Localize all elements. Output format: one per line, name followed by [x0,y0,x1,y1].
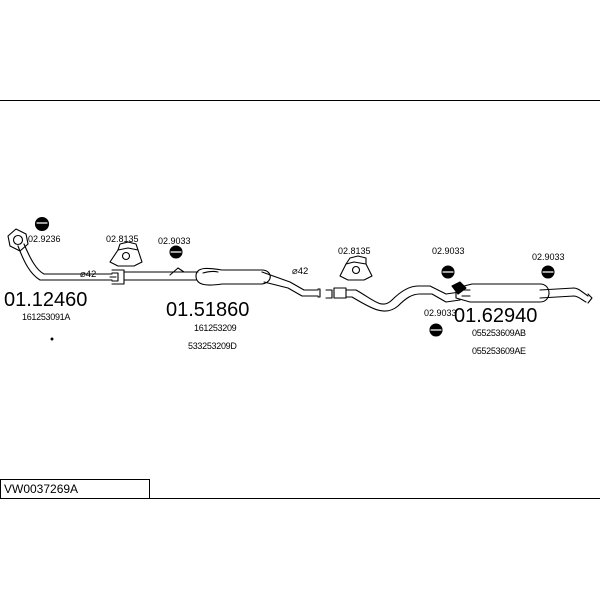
bracket-icon [109,241,143,267]
fitting-label: 02.8135 [338,246,371,256]
oem-number: 161253091A [22,312,70,322]
rubber-mount-icon [169,245,185,276]
diameter-label: ⌀42 [80,269,96,280]
fitting-label: 02.9033 [432,246,465,256]
ring-icon [429,265,555,337]
diagram-frame [0,100,600,499]
rear-pipe [325,283,593,312]
clamp-icon [34,216,50,232]
diameter-label: ⌀42 [292,266,308,277]
reference-code-box: VW0037269A [0,479,150,499]
fitting-label: 02.8135 [106,234,139,244]
oem-number: 161253209 [194,323,237,333]
fitting-label: 02.9033 [158,236,191,246]
front-pipe [7,228,119,282]
reference-code: VW0037269A [4,482,79,496]
fitting-label: 02.9033 [532,252,565,262]
middle-pipe [109,267,321,298]
fitting-label: 02.9033 [424,308,457,318]
part-number: 01.62940 [454,305,537,327]
oem-number: 055253609AE [472,346,526,356]
oem-number: 533253209D [188,341,237,351]
bracket-icon-rear [339,255,373,281]
part-number: 01.51860 [166,299,249,321]
part-number: 01.12460 [4,289,87,311]
fitting-label: 02.9236 [28,234,61,244]
oem-number: 055253609AB [472,328,526,338]
